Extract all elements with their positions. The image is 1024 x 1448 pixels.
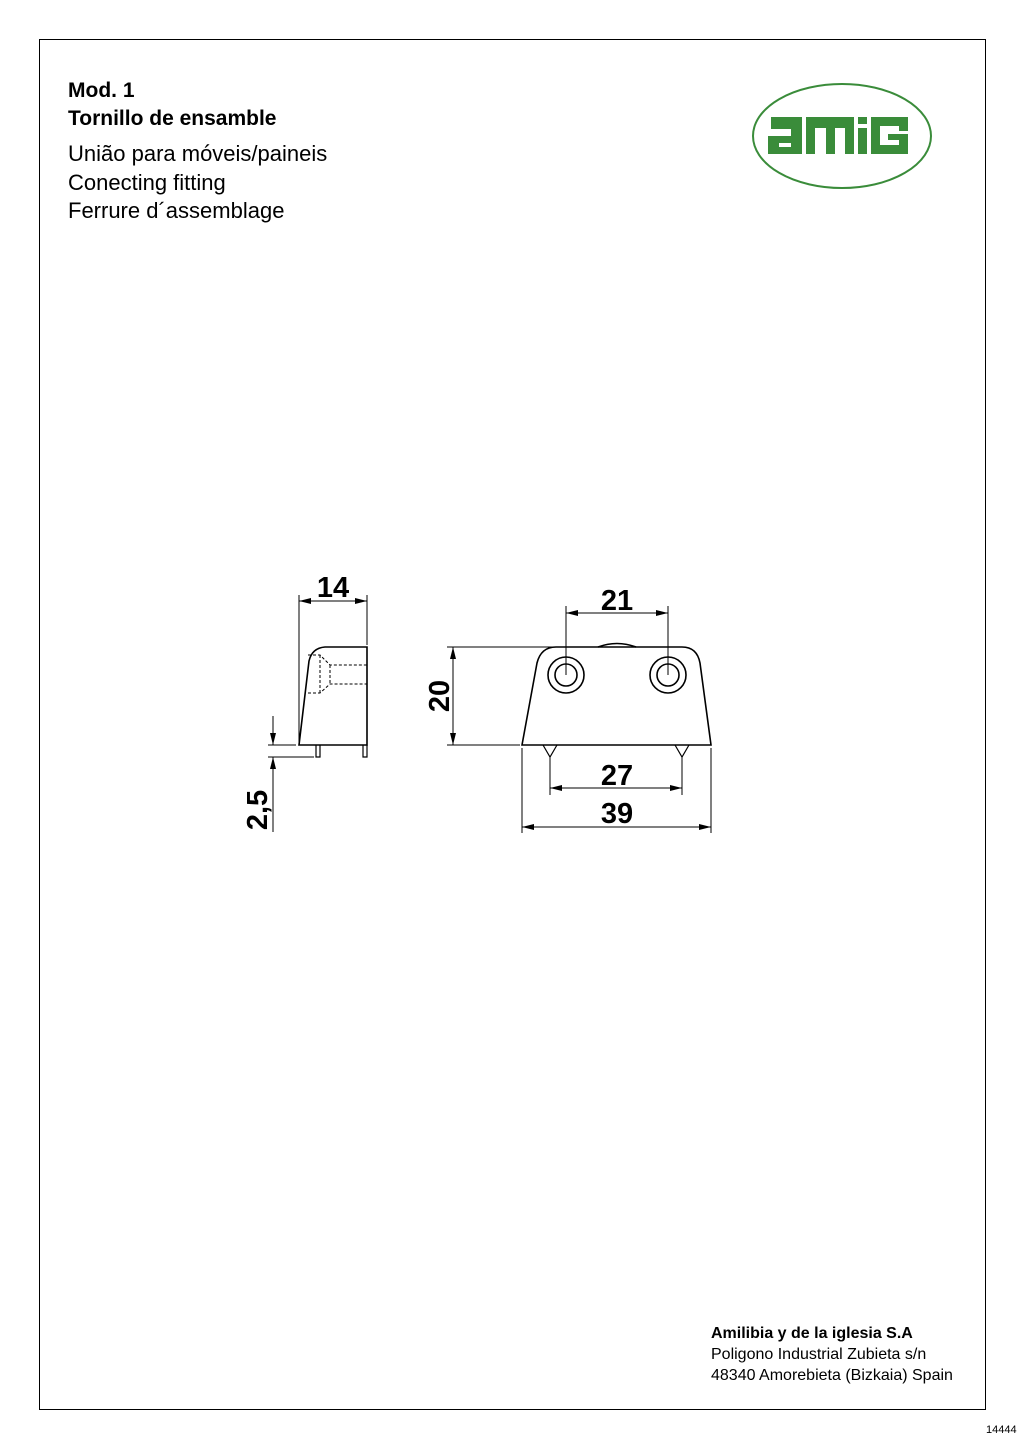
- front-view: [521, 642, 712, 759]
- model-label: Mod. 1: [68, 79, 135, 102]
- title-spanish: Tornillo de ensamble: [68, 107, 277, 130]
- dim-hole-spacing: 21: [601, 585, 633, 617]
- company-address-line1: Poligono Industrial Zubieta s/n: [711, 1346, 927, 1363]
- dim-height: 20: [424, 680, 456, 712]
- dimension-lines: [268, 595, 712, 833]
- company-name: Amilibia y de la iglesia S.A: [711, 1325, 913, 1342]
- company-address-line2: 48340 Amorebieta (Bizkaia) Spain: [711, 1367, 953, 1384]
- side-view: [298, 646, 368, 758]
- amig-logo: [752, 83, 932, 189]
- dim-width-side: 14: [317, 572, 349, 604]
- title-portuguese: União para móveis/paineis: [68, 141, 328, 166]
- page-number: 14444: [986, 1424, 1017, 1436]
- drawing-frame: [39, 39, 986, 1410]
- title-french: Ferrure d´assemblage: [68, 198, 285, 223]
- title-english: Conecting fitting: [68, 170, 226, 195]
- dim-pin-spacing: 27: [601, 760, 633, 792]
- dim-width-total: 39: [601, 798, 633, 830]
- dim-pin-length: 2,5: [242, 790, 274, 830]
